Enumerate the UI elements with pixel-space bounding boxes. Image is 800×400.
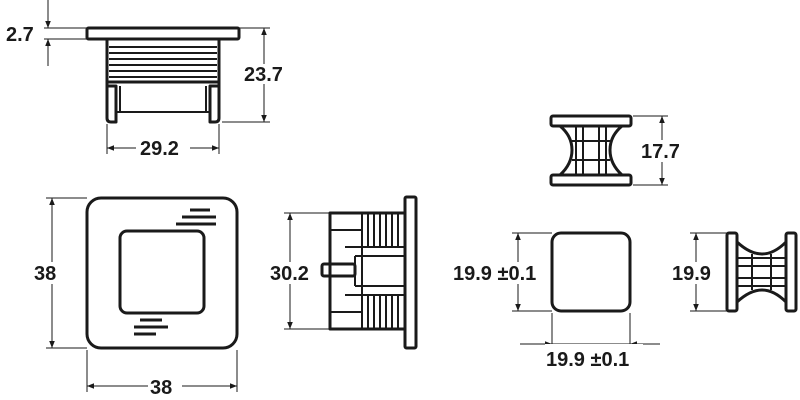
front-view-outer-square <box>85 196 239 350</box>
side-view <box>320 195 418 350</box>
top-view-flange <box>85 26 241 41</box>
small-side-bottom-flange <box>549 173 633 187</box>
dim-small-side-height: 17.7 <box>633 115 686 186</box>
side-view-pin <box>320 262 357 278</box>
dim-top-height-label: 23.7 <box>244 64 283 86</box>
dim-small-front-height: 19.9 ±0.1 <box>452 232 552 312</box>
top-view-body <box>105 37 221 84</box>
dim-top-width-label: 29.2 <box>140 138 179 160</box>
dim-flange-thickness: 2.7 <box>6 0 87 66</box>
small-profile-right-flange <box>784 231 798 313</box>
dim-front-height: 38 <box>30 197 87 349</box>
top-view-right-leg <box>208 82 221 124</box>
small-profile-left-flange <box>725 231 739 313</box>
dim-top-height: 23.7 <box>222 27 284 123</box>
dim-small-side-height-label: 17.7 <box>641 141 680 163</box>
dim-small-profile-height-label: 19.9 <box>672 263 711 285</box>
dim-front-width-label: 38 <box>150 377 172 399</box>
dim-side-height-label: 30.2 <box>270 263 309 285</box>
small-front-square <box>550 231 632 313</box>
dim-small-profile-height: 19.9 <box>672 232 727 312</box>
front-view <box>85 196 239 350</box>
dim-small-front-width: 19.9 ±0.1 <box>520 313 660 371</box>
dim-side-height: 30.2 <box>268 212 330 330</box>
dim-top-width: 29.2 <box>106 124 220 160</box>
front-view-inner-square <box>118 229 206 315</box>
small-profile-view <box>725 231 798 313</box>
top-view <box>85 26 241 124</box>
side-view-flange <box>403 195 418 350</box>
top-view-left-leg <box>105 82 118 124</box>
dim-small-front-height-label: 19.9 ±0.1 <box>453 263 536 285</box>
small-front-view <box>550 231 632 313</box>
dim-flange-thickness-label: 2.7 <box>6 24 34 46</box>
dim-small-front-width-label: 19.9 ±0.1 <box>546 349 629 371</box>
dim-front-width: 38 <box>86 350 238 399</box>
small-side-top-flange <box>549 114 633 128</box>
small-side-view <box>549 114 633 187</box>
dim-front-height-label: 38 <box>34 263 56 285</box>
